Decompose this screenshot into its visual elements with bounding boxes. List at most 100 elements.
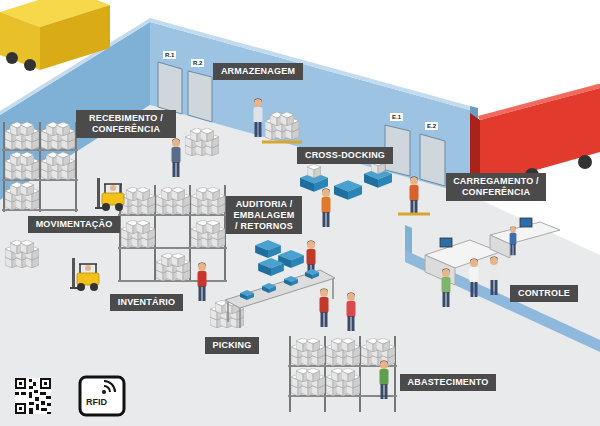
area-label: RECEBIMENTO / CONFERÊNCIA (76, 110, 176, 138)
qr-ground (15, 378, 51, 414)
area-label-text: ABASTECIMENTO (407, 377, 489, 388)
area-label-text: PICKING (212, 340, 252, 351)
box-stack (156, 187, 190, 215)
qr-finder (44, 382, 47, 385)
area-label-text: MOVIMENTAÇÃO (35, 219, 113, 230)
yellow-truck-side (0, 12, 40, 70)
area-label-text: INVENTÁRIO (117, 297, 176, 308)
area-label: CARREGAMENTO / CONFERÊNCIA (446, 173, 546, 201)
area-label: AUDITORIA / EMBALAGEM / RETORNOS (226, 196, 302, 234)
qr-finder (15, 378, 26, 389)
icon-label: RFID (85, 398, 108, 407)
box-stack (326, 368, 360, 396)
wheel (24, 59, 36, 71)
rack-post (289, 336, 291, 412)
blue-bin (305, 269, 319, 279)
worker (380, 361, 389, 400)
red-truck-side (480, 88, 600, 186)
rack-post (39, 122, 41, 212)
worker (320, 289, 329, 328)
blue-bin (258, 258, 284, 276)
worker (172, 139, 181, 178)
dock-door (158, 62, 182, 114)
shelving (288, 336, 397, 412)
worker (490, 257, 499, 296)
rfid-wave (104, 386, 110, 392)
area-label: PICKING (205, 337, 259, 354)
box-stack (41, 152, 75, 180)
qr-finder (19, 382, 22, 385)
rfid-card (80, 377, 124, 415)
box-stack (5, 182, 39, 210)
qr-code-icon (15, 378, 51, 414)
table-leg (239, 308, 241, 328)
box-stack (291, 338, 325, 366)
worker (470, 259, 479, 298)
box-stack (121, 187, 155, 215)
box-stack (121, 220, 155, 248)
monitor (520, 218, 532, 227)
door-number: E.1 (390, 113, 403, 121)
back-wall (150, 22, 470, 195)
area-label: MOVIMENTAÇÃO (28, 216, 120, 233)
qr-finder (17, 405, 24, 412)
desk-front (490, 235, 510, 258)
rack-left (2, 122, 78, 212)
rfid-dot (102, 390, 106, 394)
box-stack (5, 122, 39, 150)
box-stack (5, 240, 39, 268)
worker (442, 269, 451, 308)
blue-bin (255, 240, 281, 258)
box-stack (185, 128, 219, 156)
area-label-text: ARMAZENAGEM (220, 66, 296, 77)
area-label-text: CROSS-DOCKING (304, 150, 386, 161)
picking-table (225, 270, 335, 308)
dock-door (188, 71, 212, 122)
door-number: E.2 (425, 122, 438, 130)
qr-finder (15, 403, 26, 414)
area-label-text: CONTROLE (517, 288, 571, 299)
area-label-text: RECEBIMENTO / CONFERÊNCIA (83, 113, 169, 135)
area-label: ARMAZENAGEM (213, 63, 303, 80)
qr-modules (15, 379, 51, 414)
worker (198, 263, 207, 302)
pallet-jack (262, 141, 302, 144)
area-label-text: AUDITORIA / EMBALAGEM / RETORNOS (233, 199, 295, 231)
worker (510, 226, 517, 255)
area-label: INVENTÁRIO (110, 294, 183, 311)
area-label-text: CARREGAMENTO / CONFERÊNCIA (453, 176, 539, 198)
qr-finder (42, 380, 49, 387)
door-number: R.2 (191, 59, 204, 67)
box-stack (265, 112, 299, 140)
area-label: CONTROLE (510, 285, 578, 302)
door-number: R.1 (163, 51, 176, 59)
forklift (95, 178, 124, 211)
qr-finder (40, 378, 51, 389)
pallet-jack (398, 213, 430, 216)
rfid-wave (104, 381, 115, 392)
box-stack (361, 338, 395, 366)
blue-bin (284, 276, 298, 286)
box-stack (191, 220, 225, 248)
rack-post (3, 122, 5, 212)
table-leg (332, 279, 334, 299)
box (307, 164, 321, 178)
worker (322, 189, 331, 228)
wheel (578, 155, 592, 169)
box-stack (41, 122, 75, 150)
box-stack (5, 152, 39, 180)
worker (254, 99, 263, 138)
blue-pallet (334, 180, 362, 200)
monitor (440, 238, 452, 247)
blue-bin (240, 290, 254, 300)
blue-bin (262, 283, 276, 293)
area-label: CROSS-DOCKING (297, 147, 393, 164)
box-stack (291, 368, 325, 396)
table-leg (227, 302, 229, 322)
qr-finder (17, 380, 24, 387)
rfid-icon (80, 377, 124, 415)
worker (347, 293, 356, 332)
area-label: ABASTECIMENTO (400, 374, 496, 391)
